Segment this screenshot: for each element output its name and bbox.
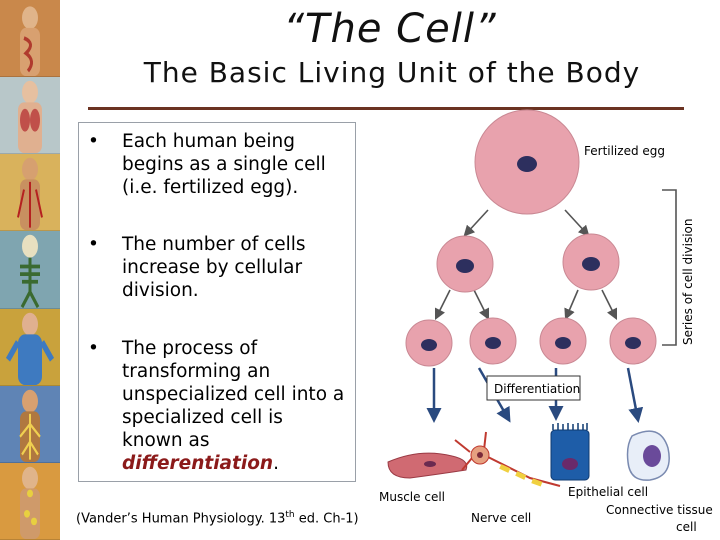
epithelial-cell-label: Epithelial cell (568, 485, 648, 499)
anatomy-panel-nervous (0, 385, 60, 463)
differentiation-arrow (626, 367, 644, 423)
nucleus (421, 339, 437, 351)
citation: (Vander’s Human Physiology. 13th ed. Ch-… (76, 510, 359, 526)
anatomy-panel-respiratory (0, 77, 60, 155)
bullet-item-3: • The process of transforming an unspeci… (88, 337, 348, 475)
division-arrow (434, 289, 451, 321)
connective-tissue-label-line2: cell (676, 520, 697, 534)
citation-edition: ed. Ch-1) (294, 511, 359, 527)
cell-division-bracket (662, 189, 677, 346)
bullet-text-before: The process of transforming an unspecial… (122, 338, 345, 451)
slide-subtitle: The Basic Living Unit of the Body (143, 56, 641, 89)
nerve-cell-icon (454, 431, 561, 487)
anatomy-panel-skeletal (0, 231, 60, 309)
division-arrow (601, 289, 618, 321)
nerve-cell-label: Nerve cell (471, 511, 531, 525)
epithelial-cell-icon (550, 423, 590, 481)
anatomy-panel-muscular (0, 308, 60, 386)
division-arrow (564, 289, 579, 321)
nucleus (456, 259, 474, 273)
anatomy-panel-endocrine (0, 462, 60, 540)
citation-text: (Vander’s Human Physiology. 13 (76, 511, 286, 527)
nucleus (485, 337, 501, 349)
cell-division-label: Series of cell division (681, 219, 695, 345)
anatomy-sidebar (0, 0, 60, 540)
nucleus (517, 156, 537, 172)
bullet-text: Each human being begins as a single cell… (122, 131, 326, 198)
anatomy-panel-digestive (0, 0, 60, 78)
title-divider (88, 107, 684, 110)
differentiation-term: differentiation (122, 453, 274, 474)
division-arrow (463, 209, 489, 237)
slide-title: “The Cell” (283, 6, 497, 52)
citation-superscript: th (285, 510, 295, 520)
fertilized-egg-label: Fertilized egg (584, 144, 665, 158)
bullet-marker: • (88, 234, 99, 255)
bullet-text-box (78, 122, 356, 482)
bullet-text: The process of transforming an unspecial… (122, 337, 348, 475)
bullet-text: The number of cells increase by cellular… (122, 234, 306, 301)
connective-tissue-cell-icon (626, 430, 670, 481)
bullet-marker: • (88, 338, 99, 359)
differentiation-label: Differentiation (494, 382, 580, 396)
division-arrow (564, 209, 590, 237)
connective-tissue-label-line1: Connective tissue (606, 503, 713, 517)
bullet-text-after: . (273, 453, 279, 474)
bullet-marker: • (88, 131, 99, 152)
division-arrow (473, 289, 490, 321)
nucleus (625, 337, 641, 349)
nucleus (424, 461, 436, 467)
bullet-item-2: • The number of cells increase by cellul… (88, 233, 358, 302)
nucleus (582, 257, 600, 271)
bullet-item-1: • Each human being begins as a single ce… (88, 130, 348, 199)
muscle-cell-label: Muscle cell (379, 490, 445, 504)
anatomy-panel-circulatory (0, 154, 60, 232)
differentiation-label-box (486, 375, 581, 401)
nucleus (555, 337, 571, 349)
